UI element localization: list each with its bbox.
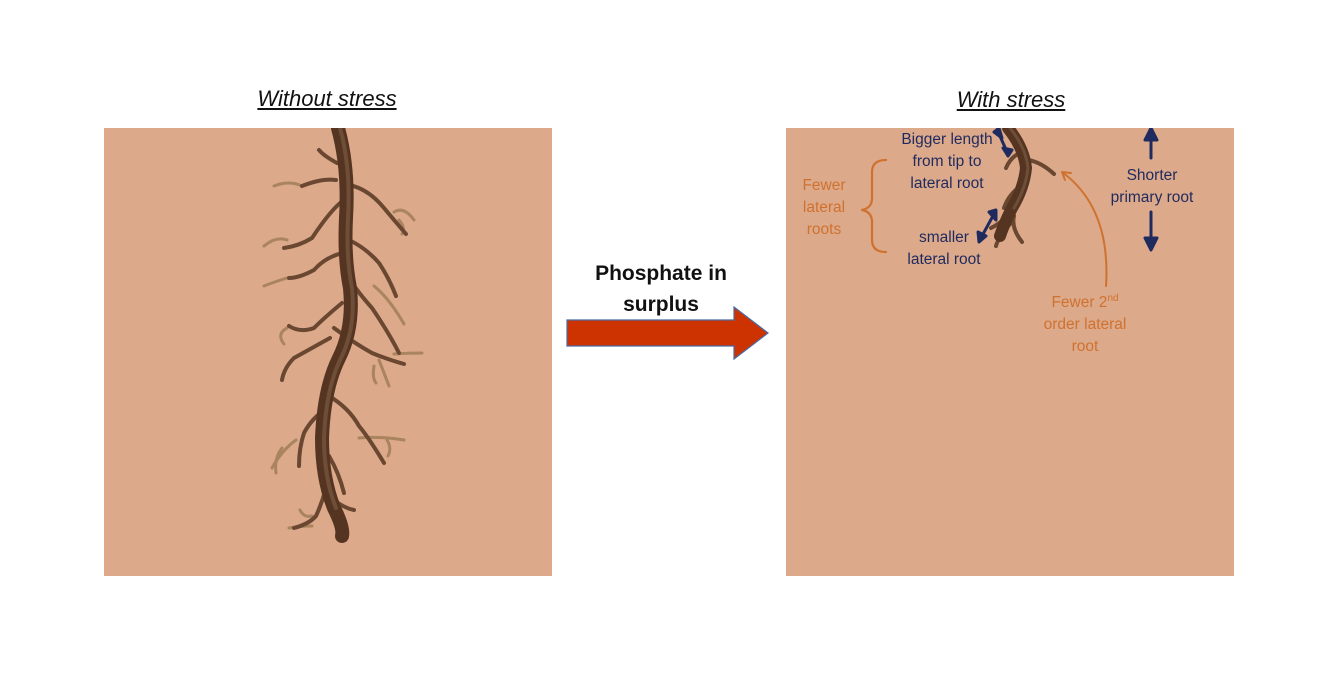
root-system-stressed (860, 128, 1159, 287)
arrow-label-line1: Phosphate in (595, 262, 727, 285)
second-order-roots (262, 181, 424, 530)
blue-arrows (976, 128, 1159, 252)
fewer-lateral-line1: Fewer (802, 177, 846, 194)
lateral-roots (280, 148, 408, 530)
fewer-2nd-line2: order lateral (1043, 316, 1127, 333)
smaller-lateral-line1: smaller (919, 229, 969, 246)
smaller-lateral-root-label: smaller lateral root (900, 227, 988, 271)
panel-without-stress (104, 128, 552, 576)
fewer-lateral-line2: lateral (802, 199, 846, 216)
fewer-2nd-pre: Fewer 2 (1051, 294, 1108, 311)
arrow-label-line2: surplus (623, 293, 699, 316)
fewer-lateral-roots-label: Fewer lateral roots (796, 175, 852, 241)
fewer-2nd-line1: Fewer 2nd (1034, 292, 1136, 314)
shorter-primary-line1: Shorter (1126, 167, 1178, 184)
curved-arrow-icon (1061, 171, 1108, 287)
panel-with-stress (786, 128, 1234, 576)
fewer-2nd-line3: root (1071, 338, 1099, 355)
right-arrow-icon (566, 306, 769, 361)
bigger-length-line3: lateral root (910, 175, 984, 192)
bigger-length-line1: Bigger length (901, 131, 993, 148)
fewer-2nd-order-label: Fewer 2nd order lateral root (1034, 292, 1136, 358)
root-system-normal (262, 128, 424, 543)
arrow-label: Phosphate in surplus (590, 258, 732, 320)
title-without-stress: Without stress (257, 86, 397, 111)
bigger-length-line2: from tip to (912, 153, 982, 170)
title-with-stress: With stress (956, 87, 1066, 112)
fewer-2nd-sup: nd (1107, 292, 1119, 304)
brace-icon (860, 158, 888, 254)
shorter-primary-line2: primary root (1110, 189, 1194, 206)
shorter-primary-root-label: Shorter primary root (1104, 165, 1200, 209)
smaller-lateral-line2: lateral root (907, 251, 981, 268)
fewer-lateral-line3: roots (806, 221, 842, 238)
bigger-length-label: Bigger length from tip to lateral root (900, 129, 994, 195)
stressed-primary-root (994, 128, 1032, 242)
